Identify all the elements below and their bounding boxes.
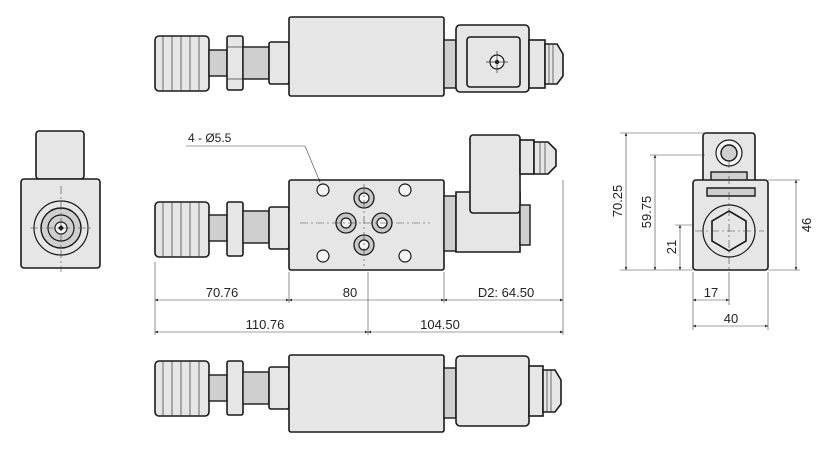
coil-connector — [455, 24, 530, 93]
dim-height-total: 70.25 — [610, 185, 625, 218]
dim-height-connector: 59.75 — [639, 196, 654, 229]
callout-label: 4 - Ø5.5 — [188, 131, 232, 145]
front-cable-gland — [519, 139, 557, 175]
end-view-dimensions: 70.25 59.75 21 46 17 40 — [610, 132, 814, 330]
adjust-knob — [154, 35, 228, 92]
valve-body-bottom — [288, 354, 445, 433]
bottom-view — [154, 354, 562, 433]
dim-handle-length: 70.76 — [206, 285, 239, 300]
dim-height-body: 46 — [799, 218, 814, 232]
coil-bottom — [455, 355, 530, 427]
coil-top — [35, 130, 85, 180]
mounting-hole — [316, 183, 330, 197]
mounting-hole — [398, 249, 412, 263]
cable-gland — [528, 39, 564, 89]
stem — [242, 46, 270, 80]
dim-body-length: 80 — [343, 285, 357, 300]
left-end-view — [20, 130, 101, 272]
right-end-view — [692, 132, 769, 272]
solenoid-tube — [443, 39, 457, 89]
lock-nut — [226, 35, 244, 91]
valve-body — [288, 16, 445, 97]
horizontal-dimensions: 70.76 80 D2: 64.50 110.76 104.50 — [154, 180, 564, 335]
mounting-hole — [316, 249, 330, 263]
front-view — [154, 134, 557, 271]
mounting-hole-callout: 4 - Ø5.5 — [186, 131, 321, 183]
connector-housing — [469, 134, 521, 214]
dim-left-total: 110.76 — [246, 317, 285, 332]
dim-height-axis: 21 — [664, 240, 679, 254]
dim-right-total: 104.50 — [420, 317, 460, 332]
mounting-hole — [398, 183, 412, 197]
dim-solenoid-length: D2: 64.50 — [478, 285, 534, 300]
dim-width-offset: 17 — [704, 285, 718, 300]
top-view — [154, 16, 564, 97]
dim-width-total: 40 — [724, 311, 738, 326]
hex-nut — [268, 41, 290, 85]
